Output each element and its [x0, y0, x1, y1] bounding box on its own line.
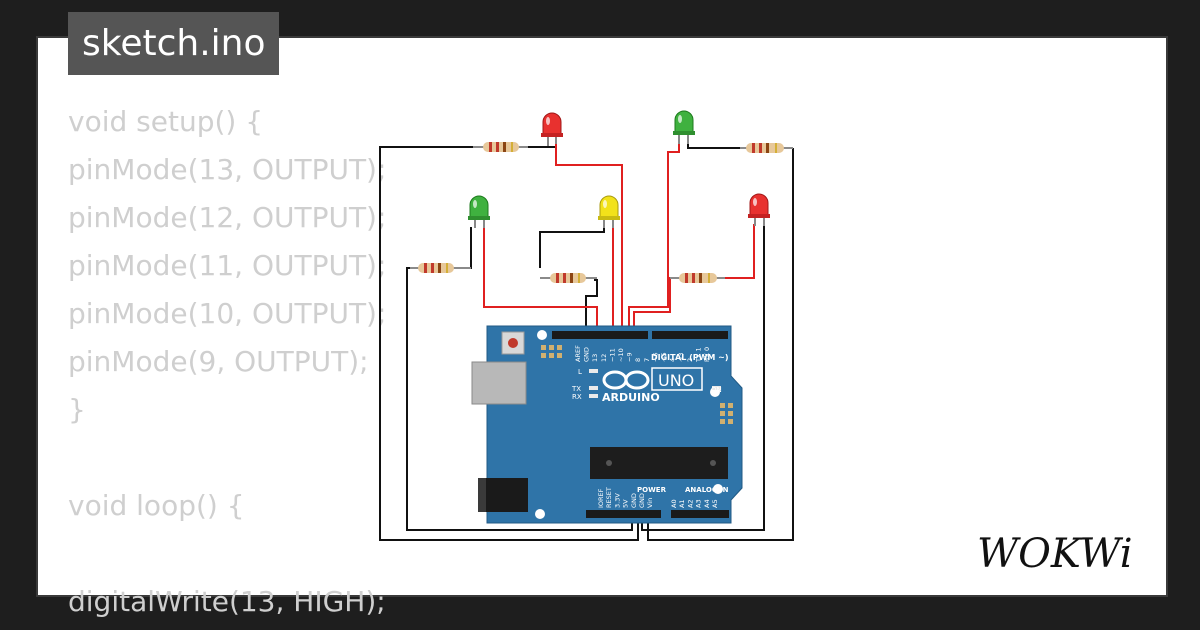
power-label: POWER	[637, 486, 667, 494]
led-green-icon[interactable]	[468, 195, 490, 228]
pin-label: GND	[638, 493, 646, 508]
board-model-label: UNO	[658, 371, 694, 390]
code-editor[interactable]: void setup() { pinMode(13, OUTPUT); pinM…	[68, 98, 448, 618]
pin-label: RESET	[605, 487, 613, 508]
pin-label: A5	[711, 499, 719, 508]
pin-label: RX 0	[703, 347, 711, 362]
pin-label: GND	[630, 493, 638, 508]
pin-label: A1	[678, 499, 686, 508]
rx-label: RX	[572, 393, 582, 401]
pin-label: ~11	[608, 348, 616, 362]
code-line: pinMode(12, OUTPUT);	[68, 201, 387, 234]
resistor[interactable]	[473, 142, 528, 152]
resistor[interactable]	[670, 273, 725, 283]
pin-label: ~5	[660, 352, 668, 362]
pin-label: A0	[670, 499, 678, 508]
led-red-icon[interactable]	[541, 112, 563, 146]
analog-label: ANALOG IN	[685, 486, 729, 494]
file-tab[interactable]: sketch.ino	[68, 12, 280, 75]
l-label: L	[578, 368, 582, 376]
pin-label: 3.3V	[613, 493, 621, 508]
resistor[interactable]	[410, 263, 471, 273]
pin-label: ~9	[626, 352, 634, 362]
code-line: pinMode(10, OUTPUT);	[68, 297, 387, 330]
on-label: ON	[711, 386, 722, 394]
led-green-icon[interactable]	[673, 110, 695, 144]
code-line: pinMode(13, OUTPUT);	[68, 153, 387, 186]
pin-label: Vin	[646, 498, 654, 508]
pin-label: A4	[703, 499, 711, 508]
pin-label: ~3	[677, 352, 685, 362]
pin-label: GND	[583, 347, 591, 362]
pin-label: 2	[686, 358, 694, 362]
pin-label: 5V	[622, 499, 630, 508]
pin-label: ~6	[651, 352, 659, 362]
pin-label: TX 1	[694, 347, 702, 363]
tx-label: TX	[571, 385, 581, 393]
wokwi-logo-text: WOKWi	[977, 531, 1133, 577]
pin-label: A2	[686, 499, 694, 508]
code-line: void loop() {	[68, 489, 245, 522]
pin-label: 7	[643, 358, 651, 362]
pin-label: AREF	[574, 345, 582, 362]
digital-label: DIGITAL (PWM ~)	[651, 353, 729, 362]
code-line: pinMode(9, OUTPUT);	[68, 345, 369, 378]
red-wires	[483, 143, 755, 335]
pin-label: A3	[695, 499, 703, 508]
pin-label: 13	[591, 354, 599, 362]
pin-label: ~10	[617, 348, 625, 362]
resistor[interactable]	[740, 143, 793, 153]
code-line: pinMode(11, OUTPUT);	[68, 249, 387, 282]
board-brand-label: ARDUINO	[602, 391, 660, 404]
pin-label: 4	[669, 358, 677, 362]
wokwi-logo: WOKWi	[977, 531, 1133, 577]
resistor[interactable]	[540, 273, 597, 283]
code-line: }	[68, 393, 86, 426]
pin-label: 8	[634, 358, 642, 362]
led-red-icon[interactable]	[748, 193, 770, 226]
led-yellow-icon[interactable]	[598, 195, 620, 228]
arduino-uno-board[interactable]	[471, 325, 743, 524]
pin-label: 12	[600, 354, 608, 362]
pin-label: IOREF	[597, 488, 605, 508]
code-line: digitalWrite(13, HIGH);	[68, 585, 386, 618]
code-line: void setup() {	[68, 105, 264, 138]
